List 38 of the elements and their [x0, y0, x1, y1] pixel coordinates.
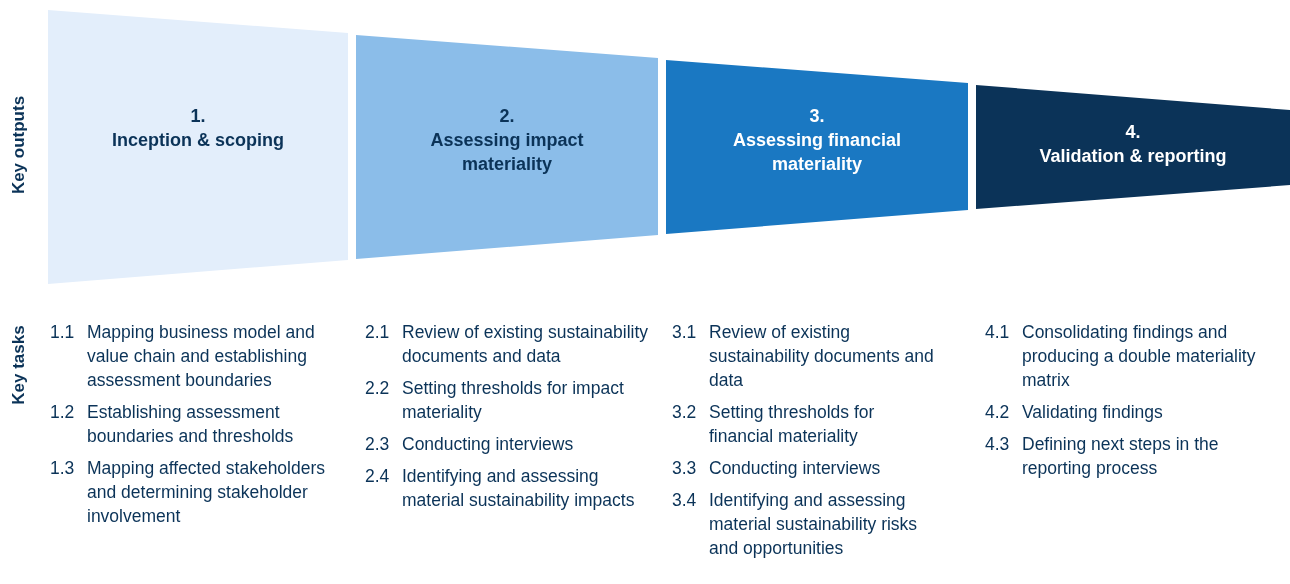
- task-number: 3.2: [672, 401, 698, 424]
- task-text: Setting thresholds for financial materiality: [709, 401, 876, 448]
- task-number: 4.2: [985, 401, 1011, 424]
- task-number: 1.2: [50, 401, 76, 424]
- task-number: 2.4: [365, 465, 391, 488]
- task-text: Mapping affected stakeholders and determining stakeholder involvement: [87, 457, 327, 528]
- task-number: 3.1: [672, 321, 698, 344]
- task-number: 3.4: [672, 489, 698, 512]
- task-text: Validating findings: [1022, 401, 1164, 424]
- stage-title: Inception & scoping: [112, 129, 284, 152]
- row-heading: Key tasks: [9, 325, 29, 405]
- task-text: Establishing assessment boundaries and thresholds: [87, 401, 295, 448]
- task-number: 3.3: [672, 457, 698, 480]
- task-number: 2.2: [365, 377, 391, 400]
- task-number: 1.1: [50, 321, 76, 344]
- stage-title: 1.: [190, 105, 206, 128]
- task-number: 2.1: [365, 321, 391, 344]
- stage-title: 2.: [499, 105, 515, 128]
- task-number: 4.1: [985, 321, 1011, 344]
- task-text: Conducting interviews: [402, 433, 575, 456]
- stage-title: Validation & reporting: [1039, 145, 1227, 168]
- task-text: Mapping business model and value chain and establishing assessment boundaries: [87, 321, 316, 392]
- task-text: Identifying and assessing material sustainability risks and opportunities: [709, 489, 919, 560]
- task-number: 4.3: [985, 433, 1011, 456]
- task-text: Consolidating findings and producing a double materiality matrix: [1022, 321, 1257, 392]
- stage-title: 3.: [809, 105, 825, 128]
- stage-title: Assessing impact materiality: [429, 129, 585, 176]
- task-text: Setting thresholds for impact materiality: [402, 377, 625, 424]
- task-text: Review of existing sustainability documents and data: [402, 321, 650, 368]
- stage-title: Assessing financial materiality: [731, 129, 903, 176]
- task-number: 2.3: [365, 433, 391, 456]
- task-text: Defining next steps in the reporting process: [1022, 433, 1220, 480]
- stage-title: 4.: [1125, 121, 1141, 144]
- task-number: 1.3: [50, 457, 76, 480]
- task-text: Review of existing sustainability documents and data: [709, 321, 935, 392]
- task-text: Conducting interviews: [709, 457, 882, 480]
- row-heading: Key outputs: [9, 95, 29, 195]
- task-text: Identifying and assessing material sustainability impacts: [402, 465, 636, 512]
